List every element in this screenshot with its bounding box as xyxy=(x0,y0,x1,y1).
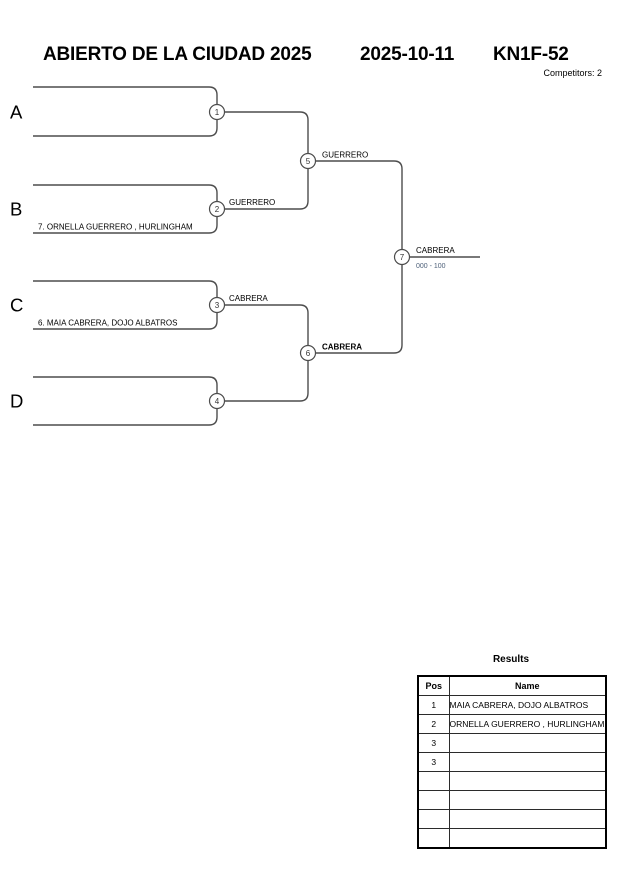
match-nodes: 1 2 3 4 5 6 7 xyxy=(208,103,411,410)
match-node-1: 1 xyxy=(208,103,226,121)
match-circle-5 xyxy=(299,152,317,170)
position-letters: A B C D xyxy=(10,102,23,412)
result-name xyxy=(448,733,607,753)
result-name xyxy=(448,752,607,772)
result-pos: 1 xyxy=(417,695,450,715)
results-header-row: Pos Name xyxy=(417,675,607,696)
connector-match1-to-5 xyxy=(217,111,309,161)
winner-label-match3: CABRERA xyxy=(229,294,268,303)
match-node-5: 5 xyxy=(299,152,317,170)
match-circle-4 xyxy=(208,392,226,410)
result-pos xyxy=(417,771,450,791)
match-node-3: 3 xyxy=(208,296,226,314)
match-number-4: 4 xyxy=(215,397,220,406)
result-name xyxy=(448,809,607,829)
match-number-1: 1 xyxy=(215,108,220,117)
page-title-tournament: ABIERTO DE LA CIUDAD 2025 xyxy=(43,44,312,65)
match-circle-6 xyxy=(299,344,317,362)
result-pos: 3 xyxy=(417,752,450,772)
results-title: Results xyxy=(492,654,530,665)
result-name xyxy=(448,828,607,849)
page-title-category: KN1F-52 xyxy=(493,44,569,65)
connector-match4-to-6 xyxy=(217,353,309,402)
match-number-6: 6 xyxy=(306,349,311,358)
table-row: 1 MAIA CABRERA, DOJO ALBATROS xyxy=(417,695,607,715)
result-pos xyxy=(417,809,450,829)
position-letter-d: D xyxy=(10,391,23,412)
winner-label-match5: GUERRERO xyxy=(322,151,368,160)
match-node-6: 6 xyxy=(299,344,317,362)
result-pos: 2 xyxy=(417,714,450,734)
result-name xyxy=(448,771,607,791)
result-pos xyxy=(417,790,450,810)
result-name xyxy=(448,790,607,810)
match-node-4: 4 xyxy=(208,392,226,410)
slot-a xyxy=(33,86,218,137)
final-score: 000 - 100 xyxy=(416,263,446,270)
table-row xyxy=(417,771,607,791)
position-letter-c: C xyxy=(10,295,23,316)
slot-d xyxy=(33,376,218,426)
table-row: 3 xyxy=(417,733,607,753)
table-row xyxy=(417,809,607,829)
result-pos xyxy=(417,828,450,849)
results-table: Pos Name 1 MAIA CABRERA, DOJO ALBATROS 2… xyxy=(417,675,607,849)
connector-match5-to-7 xyxy=(308,160,403,257)
match-circle-3 xyxy=(208,296,226,314)
result-name: ORNELLA GUERRERO , HURLINGHAM xyxy=(448,714,607,734)
winner-label-final: CABRERA xyxy=(416,246,455,255)
connector-match3-to-6 xyxy=(217,304,309,353)
match-number-3: 3 xyxy=(215,301,220,310)
table-row xyxy=(417,828,607,849)
results-header-name: Name xyxy=(448,675,607,696)
match-number-2: 2 xyxy=(215,205,220,214)
page-title-date: 2025-10-11 xyxy=(360,44,455,65)
competitors-count: Competitors: 2 xyxy=(543,68,602,78)
competitor-name-b: 7. ORNELLA GUERRERO , HURLINGHAM xyxy=(38,223,193,232)
results-header-pos: Pos xyxy=(417,675,450,696)
table-row: 2 ORNELLA GUERRERO , HURLINGHAM xyxy=(417,714,607,734)
match-number-7: 7 xyxy=(400,253,405,262)
competitor-name-c: 6. MAIA CABRERA, DOJO ALBATROS xyxy=(38,319,177,328)
position-letter-b: B xyxy=(10,199,22,220)
result-name: MAIA CABRERA, DOJO ALBATROS xyxy=(448,695,607,715)
winner-label-match6: CABRERA xyxy=(322,343,362,352)
position-letter-a: A xyxy=(10,102,23,123)
result-pos: 3 xyxy=(417,733,450,753)
winner-label-match2: GUERRERO xyxy=(229,198,275,207)
table-row xyxy=(417,790,607,810)
match-circle-7 xyxy=(393,248,411,266)
winner-labels: GUERRERO GUERRERO CABRERA CABRERA CABRER… xyxy=(229,151,455,352)
match-number-5: 5 xyxy=(306,157,311,166)
competitor-names: 7. ORNELLA GUERRERO , HURLINGHAM 6. MAIA… xyxy=(38,223,193,328)
match-node-7: 7 xyxy=(393,248,411,266)
match-circle-2 xyxy=(208,200,226,218)
connector-match6-to-7 xyxy=(308,257,403,354)
match-node-2: 2 xyxy=(208,200,226,218)
table-row: 3 xyxy=(417,752,607,772)
connector-match2-to-5 xyxy=(217,161,309,210)
match-circle-1 xyxy=(208,103,226,121)
bracket-lines xyxy=(33,86,480,426)
